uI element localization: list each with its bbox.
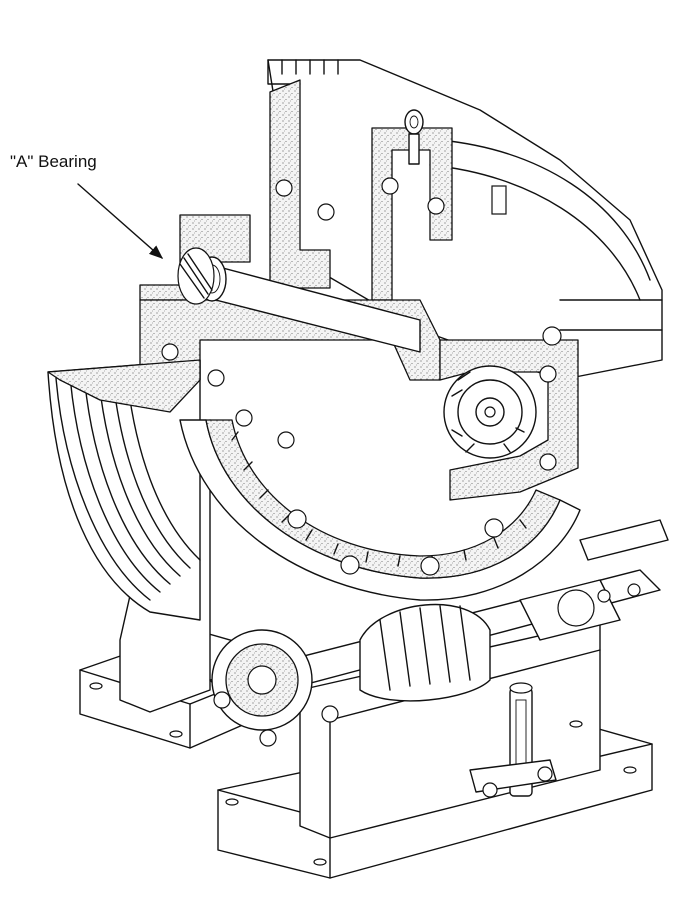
a-bearing xyxy=(177,247,215,305)
a-bearing-leader-arrow xyxy=(77,183,164,259)
lifting-eye-bolt xyxy=(404,109,424,165)
a-bearing-callout-label: "A" Bearing xyxy=(10,152,97,171)
housing-bolts xyxy=(161,177,562,747)
worm-gear-wheel xyxy=(179,419,581,601)
left-cooling-fins xyxy=(47,359,201,621)
oil-level-gauge xyxy=(469,682,557,798)
input-shaft-assembly xyxy=(177,247,537,459)
worm-shaft-assembly xyxy=(209,519,669,731)
